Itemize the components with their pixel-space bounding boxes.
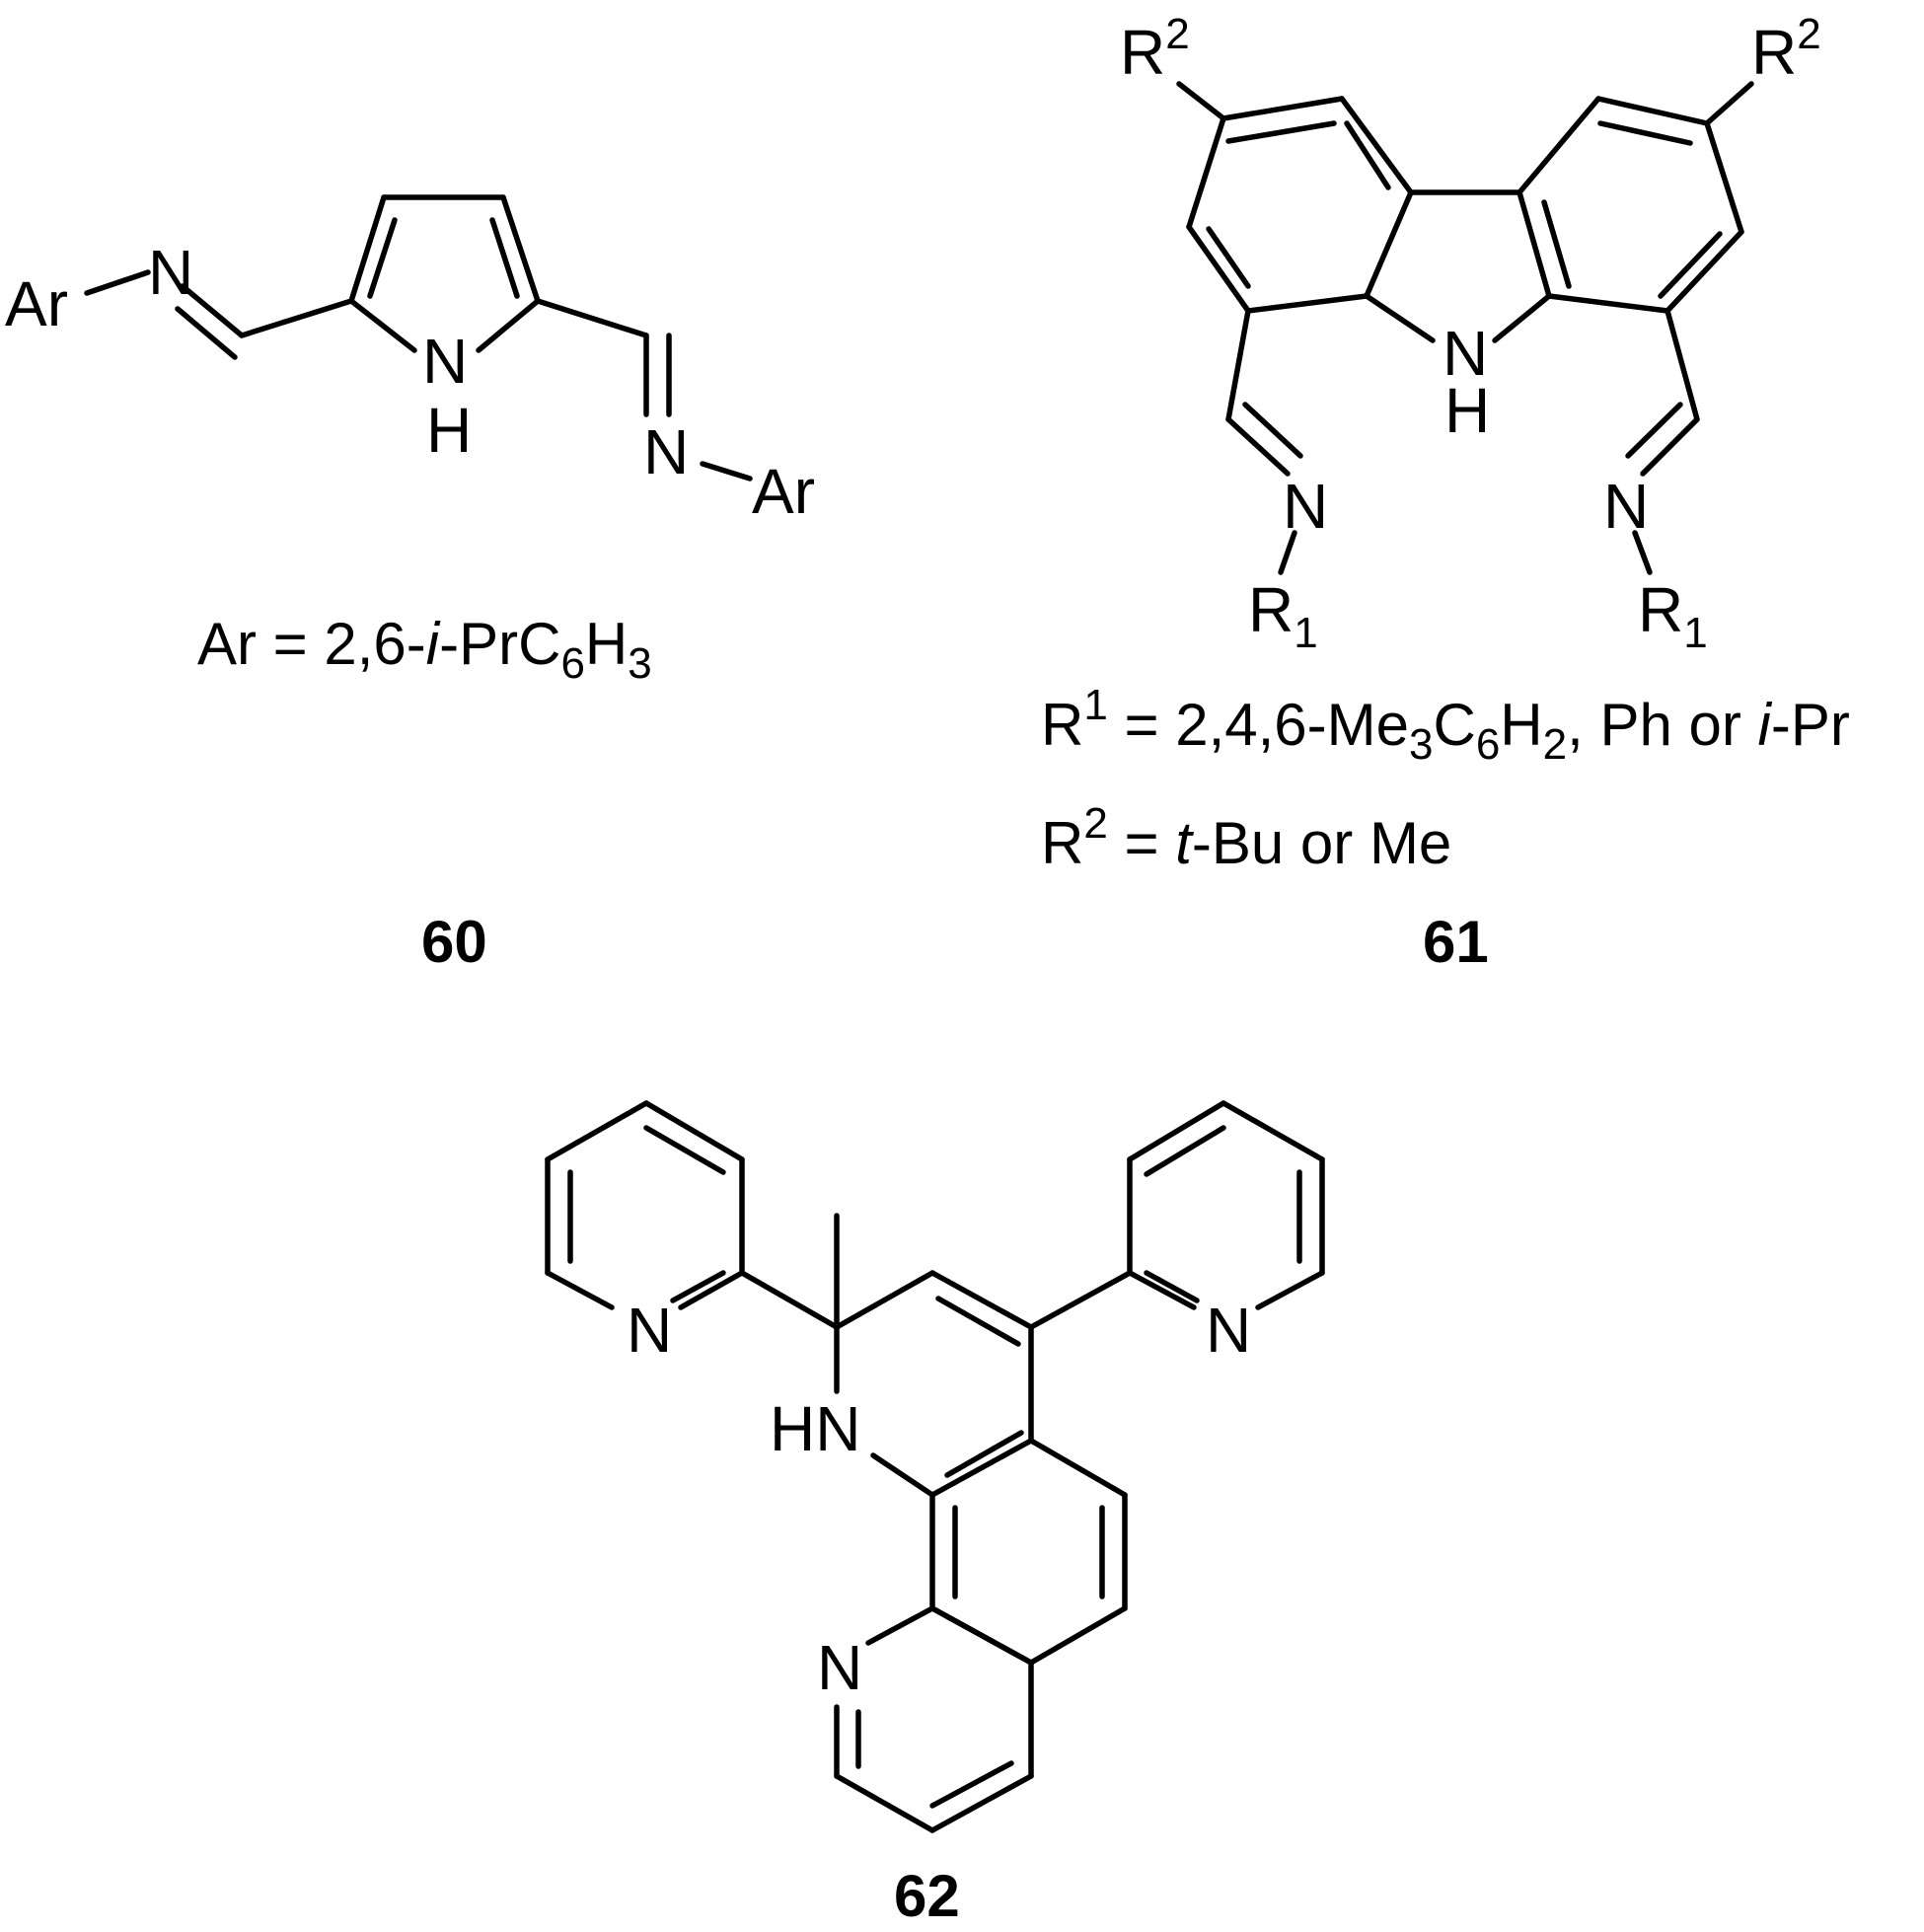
bond — [929, 1760, 1014, 1809]
bond — [1364, 293, 1436, 343]
quinoline-nitrogen-label: N — [817, 1632, 862, 1703]
bond — [1640, 416, 1700, 477]
imine-nitrogen-label: N — [1603, 471, 1649, 542]
bond — [1658, 231, 1723, 299]
bond — [1704, 81, 1754, 126]
compound-number: 61 — [1423, 909, 1489, 975]
compound-61-caption-line1: R1 = 2,4,6-Me3C6H2, Ph or i-Pr — [1041, 681, 1850, 769]
bond — [834, 1270, 935, 1330]
ar-group-label: Ar — [752, 456, 815, 527]
bond — [1028, 1605, 1128, 1666]
bond — [489, 217, 520, 299]
bond — [1595, 96, 1710, 126]
bond — [476, 298, 541, 353]
bond — [1221, 1100, 1325, 1162]
compound-60-caption: Ar = 2,6-i-PrC6H3 — [197, 611, 652, 688]
bond — [500, 194, 541, 304]
bond — [1339, 96, 1414, 195]
bond — [1541, 199, 1572, 289]
imine-nitrogen-label: N — [1283, 471, 1328, 542]
bond — [1127, 1270, 1197, 1310]
bond — [1127, 1100, 1226, 1162]
bond — [1546, 293, 1670, 314]
bond — [670, 1270, 726, 1303]
compound-62-structure — [545, 1100, 1325, 1833]
bond — [545, 1270, 615, 1310]
compound-number: 60 — [421, 909, 487, 975]
compound-number: 62 — [894, 1863, 960, 1929]
bond — [535, 298, 649, 338]
bond — [1221, 96, 1345, 121]
r2-substituent-label: R2 — [1751, 10, 1821, 88]
compound-61-structure — [1176, 81, 1754, 575]
compound-60-structure — [84, 194, 753, 482]
bond — [1225, 416, 1291, 477]
bond — [84, 269, 151, 296]
bond — [1632, 530, 1653, 575]
bond — [865, 1605, 935, 1646]
bond — [1665, 229, 1744, 314]
bond — [739, 1270, 840, 1330]
bond — [929, 1773, 1034, 1833]
bond — [929, 1605, 1034, 1666]
ar-group-label: Ar — [5, 268, 68, 339]
bond — [1344, 120, 1391, 190]
bond — [1364, 189, 1414, 299]
carbazole-nitrogen-label: N — [1443, 318, 1488, 389]
bond — [1704, 120, 1744, 235]
bond — [367, 217, 398, 299]
r2-substituent-label: R2 — [1120, 10, 1190, 88]
pyrrole-hydrogen-label: H — [426, 395, 472, 466]
bond — [1517, 189, 1552, 299]
bond — [348, 298, 417, 353]
bond — [834, 1773, 935, 1833]
bond — [1186, 115, 1226, 230]
pyridine-nitrogen-label: N — [627, 1295, 672, 1366]
bond — [643, 1100, 745, 1162]
bond — [1206, 226, 1251, 289]
bond — [1225, 308, 1251, 422]
bond — [929, 1270, 1034, 1330]
bond — [643, 1125, 726, 1175]
bond — [180, 283, 245, 338]
bond — [870, 1452, 935, 1498]
bond — [1028, 1438, 1128, 1498]
bond — [929, 1438, 1034, 1498]
pyrrole-nitrogen-label: N — [422, 326, 468, 397]
bond — [1625, 402, 1683, 459]
bond — [348, 194, 387, 304]
bond — [1225, 120, 1337, 144]
bond — [1144, 1270, 1200, 1303]
bond — [944, 1430, 1024, 1478]
bond — [935, 1296, 1021, 1347]
bond — [1517, 96, 1601, 195]
imine-nitrogen-label: N — [148, 237, 193, 308]
bond — [700, 461, 753, 482]
bond — [1492, 293, 1552, 343]
bond — [1278, 530, 1297, 575]
bond — [678, 1270, 745, 1310]
bond — [1144, 1125, 1226, 1177]
bond — [1176, 81, 1226, 121]
bond — [1255, 1270, 1325, 1310]
bond — [1186, 224, 1251, 314]
r1-substituent-label: R1 — [1248, 574, 1318, 657]
amine-nh-label: HN — [770, 1393, 860, 1464]
bond — [1242, 402, 1303, 459]
bond — [1665, 308, 1700, 422]
bond — [1597, 120, 1693, 146]
bond — [1028, 1270, 1133, 1330]
bond — [175, 306, 238, 360]
carbazole-hydrogen-label: H — [1444, 375, 1490, 446]
pyridine-nitrogen-label: N — [1206, 1295, 1251, 1366]
bond — [1245, 293, 1369, 314]
r1-substituent-label: R1 — [1638, 574, 1708, 657]
bond — [545, 1100, 649, 1162]
compound-61-caption-line2: R2 = t-Bu or Me — [1041, 799, 1451, 876]
imine-nitrogen-label: N — [643, 416, 689, 487]
bond — [239, 298, 354, 338]
